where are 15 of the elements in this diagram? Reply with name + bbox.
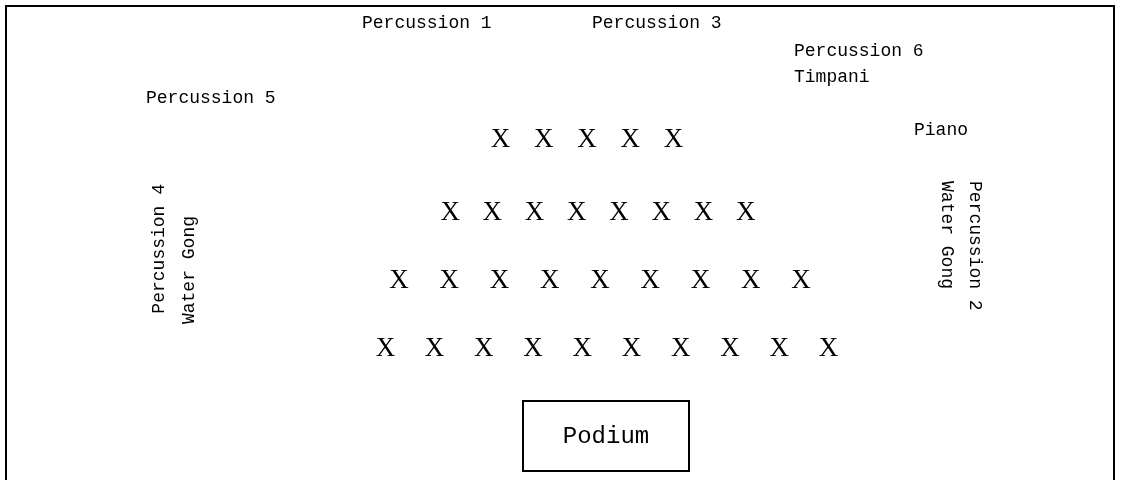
seat-row: X X X X X X X X [440,198,756,225]
seat-row: X X X X X X X X X [389,266,811,293]
performer-label: Percussion 3 [592,14,722,32]
performer-label: Percussion 2 [966,181,984,311]
performer-label: Percussion 4 [150,184,168,314]
instrument-label: Water Gong [180,216,198,325]
instrument-label: Timpani [794,68,870,86]
performer-label: Percussion 1 [362,14,492,32]
instrument-label: Water Gong [938,181,956,290]
podium-box: Podium [522,400,690,472]
instrument-label: Piano [914,121,968,139]
performer-label: Percussion 5 [146,89,276,107]
seat-row: X X X X X [490,125,684,152]
seat-row: X X X X X X X X X X [375,334,839,361]
performer-label: Percussion 6 [794,42,924,60]
